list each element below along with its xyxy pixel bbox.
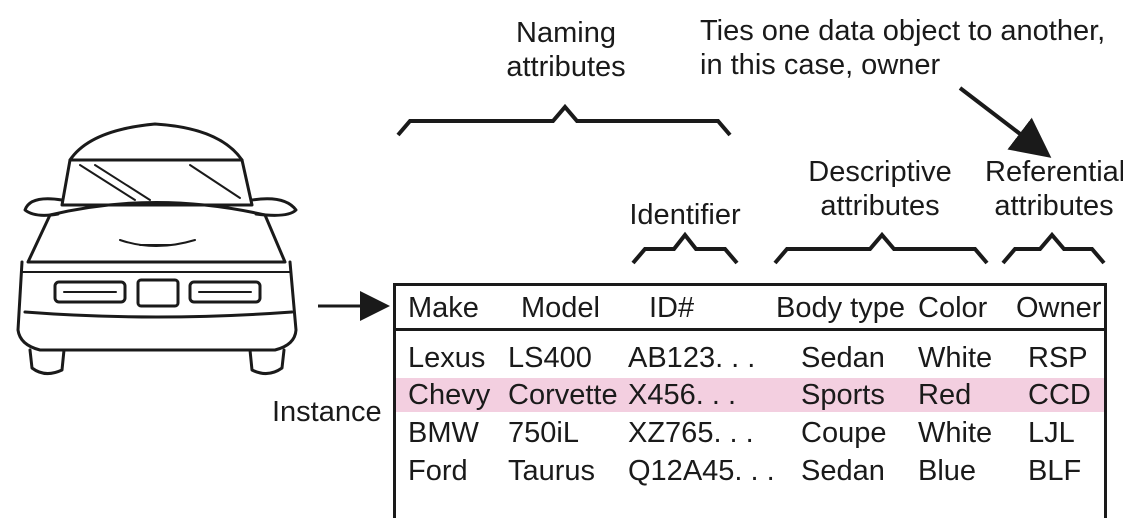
naming-attributes-label: Naming attributes — [506, 17, 626, 83]
cell-owner: RSP — [1028, 342, 1088, 374]
naming-bracket — [396, 103, 732, 137]
table-header: Make Model ID# Body type Color Owner — [396, 286, 1104, 331]
cell-model: 750iL — [508, 417, 579, 449]
cell-id: XZ765. . . — [628, 417, 754, 449]
instance-label: Instance — [272, 396, 382, 428]
table-row: Lexus LS400 AB123. . . Sedan White RSP — [396, 341, 1104, 375]
cell-model: Corvette — [508, 379, 618, 411]
header-make: Make — [408, 292, 479, 324]
cell-body-type: Coupe — [801, 417, 887, 449]
identifier-bracket — [631, 231, 739, 265]
cell-make: Chevy — [408, 379, 491, 411]
header-id: ID# — [649, 292, 695, 324]
identifier-label: Identifier — [629, 199, 741, 231]
cell-owner: BLF — [1028, 455, 1082, 487]
cell-owner: LJL — [1028, 417, 1075, 449]
header-owner: Owner — [1016, 292, 1102, 324]
cell-color: Blue — [918, 455, 977, 487]
cell-id: Q12A45. . . — [628, 455, 775, 487]
header-color: Color — [918, 292, 988, 324]
table-row-highlighted: Chevy Corvette X456. . . Sports Red CCD — [396, 378, 1104, 412]
table-row: BMW 750iL XZ765. . . Coupe White LJL — [396, 416, 1104, 450]
car-illustration — [16, 122, 298, 375]
cell-make: Ford — [408, 455, 468, 487]
cell-id: AB123. . . — [628, 342, 756, 374]
descriptive-bracket — [773, 231, 989, 265]
cell-owner: CCD — [1028, 379, 1091, 411]
cell-body-type: Sedan — [801, 455, 885, 487]
header-model: Model — [521, 292, 600, 324]
referential-bracket — [1001, 231, 1106, 265]
cell-color: White — [918, 342, 993, 374]
cell-color: Red — [918, 379, 972, 411]
cell-body-type: Sedan — [801, 342, 885, 374]
ties-arrow — [958, 86, 1052, 158]
cell-model: Taurus — [508, 455, 596, 487]
table-row: Ford Taurus Q12A45. . . Sedan Blue BLF — [396, 454, 1104, 488]
cell-id: X456. . . — [628, 379, 737, 411]
cell-make: BMW — [408, 417, 479, 449]
ties-note-label: Ties one data object to another, in this… — [700, 15, 1106, 81]
cell-make: Lexus — [408, 342, 486, 374]
attribute-table: Make Model ID# Body type Color Owner Lex… — [393, 283, 1107, 518]
cell-model: LS400 — [508, 342, 592, 374]
header-body-type: Body type — [776, 292, 905, 324]
cell-color: White — [918, 417, 993, 449]
descriptive-attributes-label: Descriptive attributes — [808, 156, 952, 222]
cell-body-type: Sports — [801, 379, 885, 411]
referential-attributes-label: Referential attributes — [985, 156, 1123, 222]
